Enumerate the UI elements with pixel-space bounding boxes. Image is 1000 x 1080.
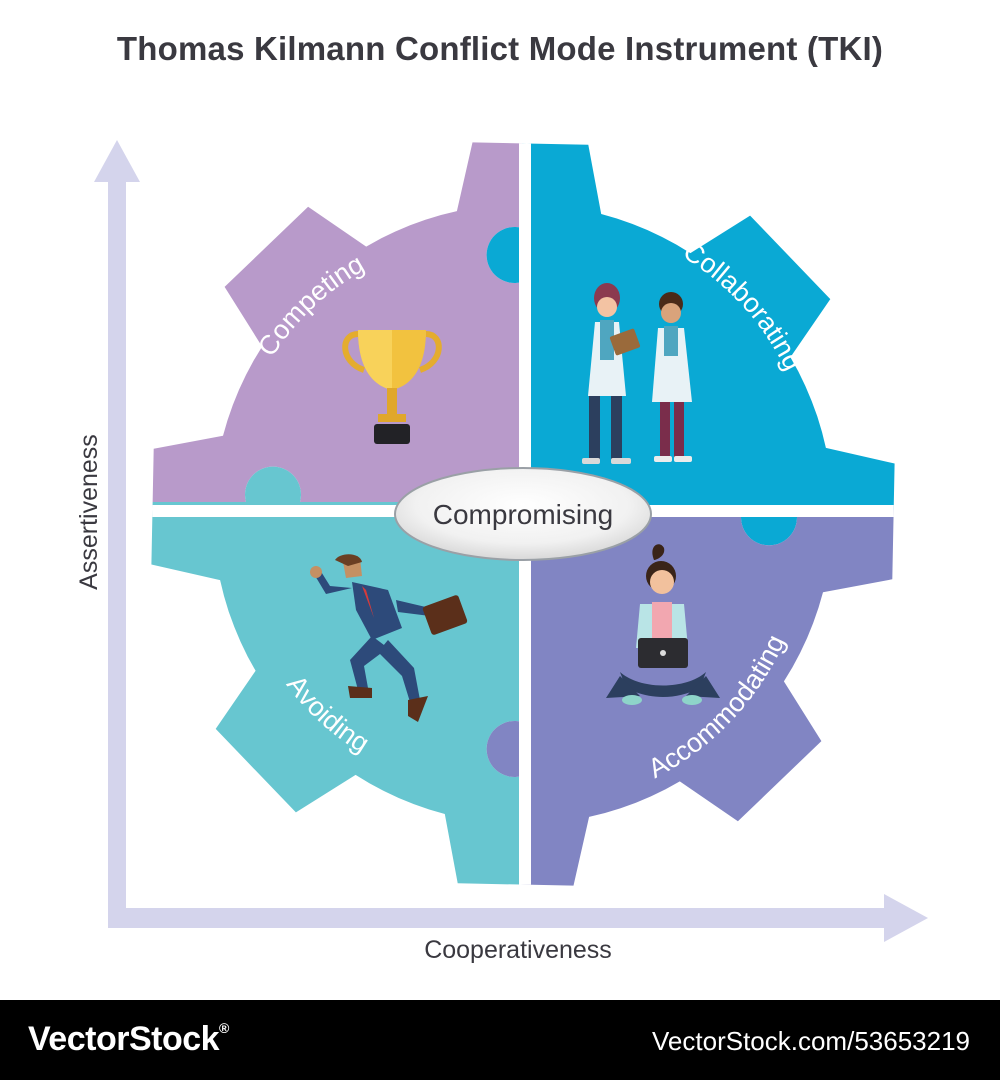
y-axis-label: Assertiveness [75,434,103,590]
woman-with-laptop-illustration [606,544,720,705]
y-axis-shaft [108,178,126,928]
footer-registered-mark: ® [219,1020,229,1036]
footer-brand-name: VectorStock [28,1020,220,1058]
footer-bar: VectorStock® VectorStock.com/53653219 [0,1000,1000,1080]
y-axis-arrowhead [94,140,140,182]
trophy-icon [342,330,442,444]
x-axis-label: Cooperativeness [424,936,612,964]
page-title: Thomas Kilmann Conflict Mode Instrument … [116,30,884,67]
compromising-badge: Compromising [394,467,652,561]
y-axis [94,140,140,928]
footer-brand: VectorStock® [28,1020,229,1059]
running-businessman-illustration [310,554,468,722]
two-women-illustration [582,283,692,464]
footer-image-id: VectorStock.com/53653219 [652,1026,970,1056]
x-axis [108,894,928,942]
center-label-compromising: Compromising [433,499,614,530]
x-axis-arrowhead [884,894,928,942]
tki-diagram: Competing Collaborating Avoiding Accommo… [75,140,928,964]
x-axis-shaft [108,908,888,928]
